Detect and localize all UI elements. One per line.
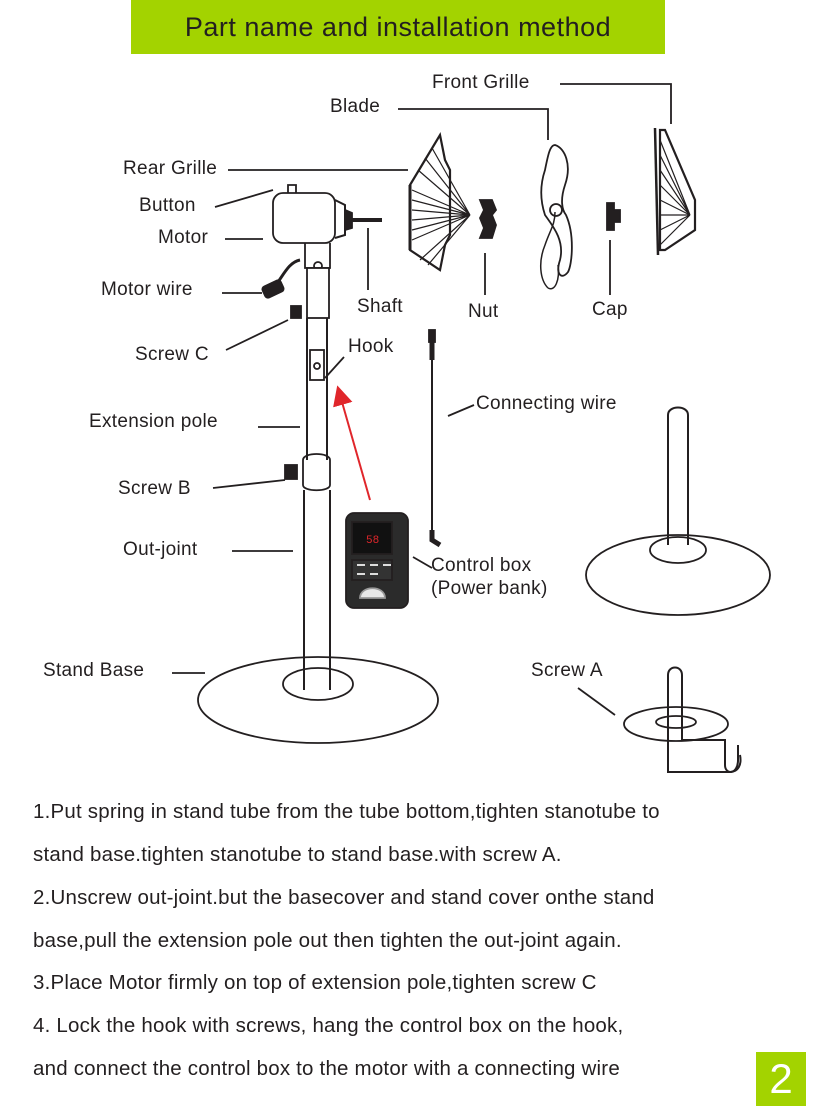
- screw-a-leader: [577, 687, 616, 716]
- stand-base-part: [197, 656, 439, 744]
- screw-a-part: [623, 666, 742, 773]
- control-box-label: Control box: [431, 555, 532, 576]
- blade-label: Blade: [330, 96, 381, 117]
- front-grille-leader: [560, 83, 672, 124]
- cap-label: Cap: [592, 299, 628, 320]
- motor-label: Motor: [158, 227, 209, 248]
- stand-base-label: Stand Base: [43, 660, 145, 681]
- connecting-wire-leader: [447, 404, 475, 417]
- power-bank-label: (Power bank): [431, 578, 548, 599]
- cap-part: [606, 202, 621, 231]
- blade-part: [540, 144, 573, 290]
- screw-b-leader: [212, 479, 286, 489]
- motor-part: [261, 184, 382, 299]
- rear-grille: [408, 131, 471, 272]
- stand-tube-assembly: [585, 406, 771, 616]
- page-number: 2: [756, 1052, 806, 1106]
- diagram-drawing: 58: [172, 83, 771, 773]
- stand-pole: [284, 267, 331, 690]
- motor-wire-label: Motor wire: [101, 279, 193, 300]
- shaft-label: Shaft: [357, 296, 403, 317]
- instruction-line: stand base.tighten stanotube to stand ba…: [33, 843, 562, 866]
- nut-part: [478, 199, 498, 239]
- instruction-line: 3.Place Motor firmly on top of extension…: [33, 971, 597, 994]
- control-box-display: 58: [366, 535, 379, 547]
- connecting-wire-label: Connecting wire: [476, 393, 617, 414]
- control-box-leader: [412, 556, 433, 569]
- screw-c-leader: [225, 319, 289, 351]
- front-grille-label: Front Grille: [432, 72, 530, 93]
- screw-a-label: Screw A: [531, 660, 603, 681]
- rear-grille-label: Rear Grille: [123, 158, 218, 179]
- page-title: Part name and installation method: [184, 11, 612, 42]
- front-grille: [653, 127, 697, 256]
- out-joint-label: Out-joint: [123, 539, 198, 560]
- nut-label: Nut: [468, 301, 499, 322]
- connecting-wire-part: [428, 329, 442, 548]
- title-banner: Part name and installation method: [131, 0, 665, 54]
- instruction-line: 4. Lock the hook with screws, hang the c…: [33, 1014, 624, 1037]
- button-leader: [214, 189, 274, 208]
- extension-pole-label: Extension pole: [89, 411, 218, 432]
- hook-leader: [324, 356, 345, 379]
- hook-label: Hook: [348, 336, 394, 357]
- button-label: Button: [139, 195, 196, 216]
- screw-c-label: Screw C: [135, 344, 209, 365]
- instruction-line: 1.Put spring in stand tube from the tube…: [33, 800, 660, 823]
- instruction-line: 2.Unscrew out-joint.but the basecover an…: [33, 886, 655, 909]
- hook-arrow: [333, 385, 371, 501]
- instruction-line: base,pull the extension pole out then ti…: [33, 929, 622, 952]
- instruction-line: and connect the control box to the motor…: [33, 1057, 620, 1080]
- blade-leader: [398, 108, 549, 140]
- fan-parts-diagram: 58 Front Grille Blade Rear Grille Button…: [43, 72, 771, 773]
- screw-b-label: Screw B: [118, 478, 191, 499]
- control-box-part: [345, 512, 409, 609]
